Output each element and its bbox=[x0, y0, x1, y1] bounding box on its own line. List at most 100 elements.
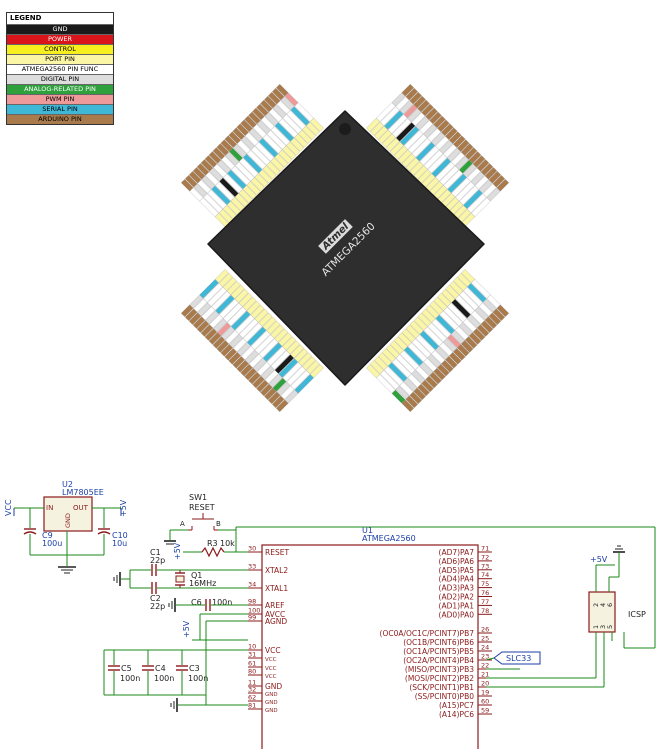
u1-right-pin-name: (A14)PC6 bbox=[439, 710, 474, 719]
pin-label-cell bbox=[417, 383, 430, 397]
pin-label-cell bbox=[488, 312, 502, 325]
u1-right-pin-number: 72 bbox=[481, 553, 489, 561]
pin-label-cell bbox=[220, 139, 233, 152]
u1-left-pin-number: 34 bbox=[248, 581, 256, 589]
pin-label-cell bbox=[413, 387, 426, 401]
r3-value: 10k bbox=[220, 539, 235, 548]
pin-label-cell bbox=[429, 111, 442, 125]
pin-label-cell bbox=[488, 171, 502, 184]
icsp-pin4: 4 bbox=[599, 603, 607, 607]
legend-item: GND bbox=[7, 24, 113, 34]
u2-part: LM7805EE bbox=[62, 488, 104, 497]
pin-label-cell bbox=[240, 119, 253, 133]
icsp-label: ICSP bbox=[628, 610, 646, 619]
pin-label-cell bbox=[188, 312, 202, 325]
slc33-net-flag bbox=[493, 651, 541, 665]
u1-right-pin-name: (AD3)PA3 bbox=[439, 584, 475, 593]
pin-label-cell bbox=[476, 159, 490, 172]
u1-left-pin-number: 11 bbox=[248, 679, 256, 687]
pin-label-cell bbox=[417, 99, 430, 113]
pin-label-cell bbox=[200, 159, 214, 172]
pin-label-cell bbox=[224, 348, 237, 361]
pin-label-cell bbox=[228, 352, 241, 365]
legend-item: ATMEGA2560 PIN FUNC bbox=[7, 64, 113, 74]
c2-value: 22p bbox=[150, 602, 165, 611]
pin-label-cell bbox=[208, 332, 222, 345]
pin-label-cell bbox=[484, 316, 498, 329]
pin-label-cell bbox=[441, 123, 454, 136]
pin-label-cell bbox=[252, 375, 265, 389]
u1-left-pin-name: AGND bbox=[265, 617, 287, 626]
u1-left-pin-number: 30 bbox=[248, 545, 256, 553]
mcu-ground-symbol bbox=[170, 698, 178, 712]
q1-ref: Q1 bbox=[191, 571, 202, 580]
u1-right-pin-number: 78 bbox=[481, 607, 489, 615]
u1-right-pin-name: (MISO/PCINT3)PB3 bbox=[405, 665, 474, 674]
pin-label-cell bbox=[268, 91, 281, 105]
pin-label-cell bbox=[232, 356, 245, 369]
pin-strip-side bbox=[366, 83, 510, 227]
pin-label-cell bbox=[445, 356, 458, 369]
pin-label-cell bbox=[236, 123, 249, 136]
pin-label-cell bbox=[405, 395, 418, 409]
u1-right-pin-name: (AD2)PA2 bbox=[439, 593, 475, 602]
pin-label-cell bbox=[433, 115, 446, 129]
c6-value: 100n bbox=[212, 598, 232, 607]
c5-ref: C5 bbox=[121, 664, 132, 673]
pin-label-cell bbox=[216, 143, 230, 156]
pin-label-cell bbox=[421, 379, 434, 393]
sw1-ref: SW1 bbox=[189, 493, 207, 502]
u1-left-pin-name: AREF bbox=[265, 601, 284, 610]
pin-label-cell bbox=[449, 352, 462, 365]
pin-label-cell bbox=[244, 367, 257, 381]
legend-title: LEGEND bbox=[10, 14, 42, 22]
q1-crystal bbox=[175, 570, 185, 588]
icsp-pin6: 6 bbox=[606, 603, 614, 607]
u1-left-pin-number: 98 bbox=[248, 598, 256, 606]
u1-right-pin-name: (SCK/PCINT1)PB1 bbox=[409, 683, 474, 692]
u1-right-pin-name: (AD5)PA5 bbox=[439, 566, 475, 575]
pin-label-cell bbox=[401, 399, 415, 413]
pin-label-cell bbox=[437, 363, 450, 377]
pin-label-cell bbox=[252, 107, 265, 121]
pin-label-cell bbox=[260, 383, 273, 397]
legend-item: ARDUINO PIN bbox=[7, 114, 113, 124]
u1-right-pin-number: 25 bbox=[481, 635, 489, 643]
c4-value: 100n bbox=[154, 674, 174, 683]
legend-item: POWER bbox=[7, 34, 113, 44]
pin-label-cell bbox=[460, 143, 474, 156]
pin-label-cell bbox=[409, 391, 422, 405]
pin-label-cell bbox=[260, 99, 273, 113]
pin-label-cell bbox=[425, 107, 438, 121]
c10-plate-bottom bbox=[97, 531, 111, 535]
pin-label-cell bbox=[212, 336, 226, 349]
pin-label-cell bbox=[464, 336, 478, 349]
u1-right-pin-number: 75 bbox=[481, 580, 489, 588]
u1-left-pin-number: 99 bbox=[248, 614, 256, 622]
pin-label-cell bbox=[453, 135, 466, 148]
pin-label-cell bbox=[180, 178, 194, 192]
pin-label-cell bbox=[425, 375, 438, 389]
r3-ref: R3 bbox=[207, 539, 218, 548]
pin-label-cell bbox=[445, 127, 458, 140]
plus5v-reg-label: +5V bbox=[119, 499, 128, 517]
u1-right-pin-name: (OC2A/PCINT4)PB4 bbox=[403, 656, 474, 665]
pin-label-cell bbox=[480, 320, 494, 333]
u1-right-pin-number: 24 bbox=[481, 644, 489, 652]
reg-ground-symbol bbox=[58, 566, 76, 574]
aref-ground-symbol bbox=[168, 598, 176, 612]
pin-label-cell bbox=[200, 324, 214, 337]
u1-right-pin-name: (OC1B/PCINT6)PB6 bbox=[403, 638, 474, 647]
pin1-marker bbox=[339, 123, 351, 135]
u1-right-pin-number: 26 bbox=[481, 626, 489, 634]
pin-label-cell bbox=[496, 304, 510, 318]
legend-item: DIGITAL PIN bbox=[7, 74, 113, 84]
pin-strip-side bbox=[180, 269, 324, 413]
r3-resistor bbox=[201, 546, 225, 558]
pinout-graphic: Atmel ATMEGA2560 bbox=[180, 83, 510, 413]
pin-label-cell bbox=[401, 83, 415, 97]
reset-switch bbox=[188, 513, 218, 531]
c4-capacitor bbox=[142, 650, 154, 695]
u2-gnd-label: GND bbox=[64, 513, 72, 528]
